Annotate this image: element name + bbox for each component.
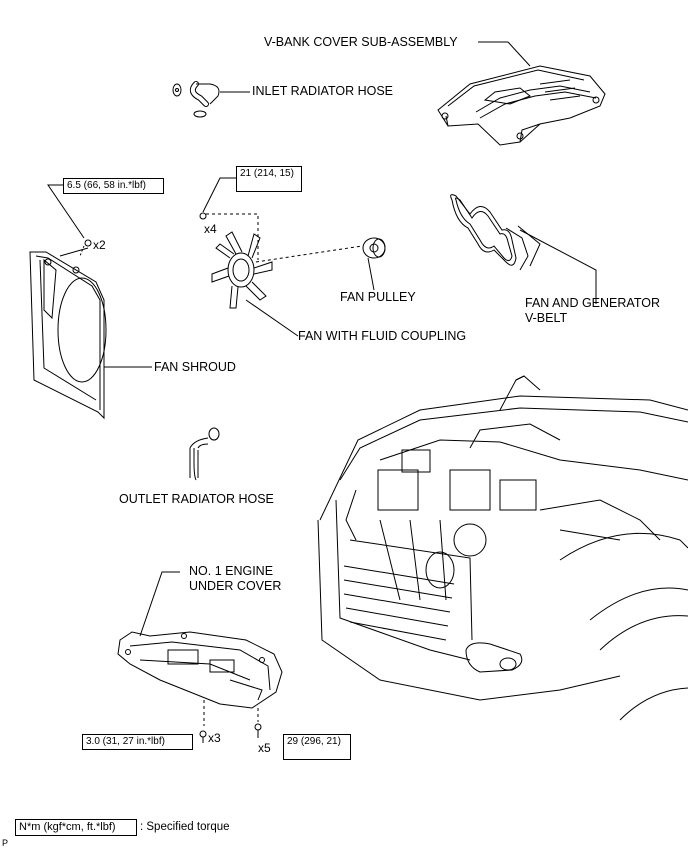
label-fan-generator-belt-line2: V-BELT xyxy=(525,311,568,325)
label-fan-with-fluid-coupling: FAN WITH FLUID COUPLING xyxy=(298,329,467,343)
qty-fan-nuts: x4 xyxy=(204,222,217,236)
torque-box-under-cover-rear: 29 (296, 21) xyxy=(283,734,351,760)
qty-under-cover-rear-bolts: x5 xyxy=(258,741,271,755)
torque-box-fan: 21 (214, 15) xyxy=(236,166,302,192)
qty-shroud-bolts: x2 xyxy=(93,238,106,252)
fan-shroud-illustration xyxy=(29,247,152,420)
v-belt-illustration xyxy=(450,194,597,304)
legend-torque-unit-box: N*m (kgf*cm, ft.*lbf) xyxy=(15,819,137,836)
legend-torque-text: : Specified torque xyxy=(140,821,230,833)
label-under-cover-line2: UNDER COVER xyxy=(189,579,282,593)
outlet-hose-illustration xyxy=(189,427,220,481)
fan-illustration xyxy=(211,231,299,337)
label-outlet-radiator-hose: OUTLET RADIATOR HOSE xyxy=(119,492,274,506)
inlet-hose-illustration xyxy=(172,81,250,118)
qty-under-cover-front-bolts: x3 xyxy=(208,731,221,745)
vehicle-illustration xyxy=(317,375,688,721)
label-v-bank-cover: V-BANK COVER SUB-ASSEMBLY xyxy=(264,35,458,49)
under-cover-illustration xyxy=(117,571,283,726)
torque-box-shroud: 6.5 (66, 58 in.*lbf) xyxy=(63,178,164,194)
v-bank-cover-illustration xyxy=(437,41,606,146)
label-fan-pulley: FAN PULLEY xyxy=(340,290,416,304)
label-fan-generator-belt-line1: FAN AND GENERATOR xyxy=(525,296,660,310)
corner-mark: P xyxy=(2,838,9,848)
label-inlet-radiator-hose: INLET RADIATOR HOSE xyxy=(252,84,394,98)
label-under-cover-line1: NO. 1 ENGINE xyxy=(189,564,274,578)
torque-box-under-cover-front: 3.0 (31, 27 in.*lbf) xyxy=(82,734,193,750)
label-fan-shroud: FAN SHROUD xyxy=(154,360,236,374)
fan-pulley-illustration xyxy=(362,237,386,291)
